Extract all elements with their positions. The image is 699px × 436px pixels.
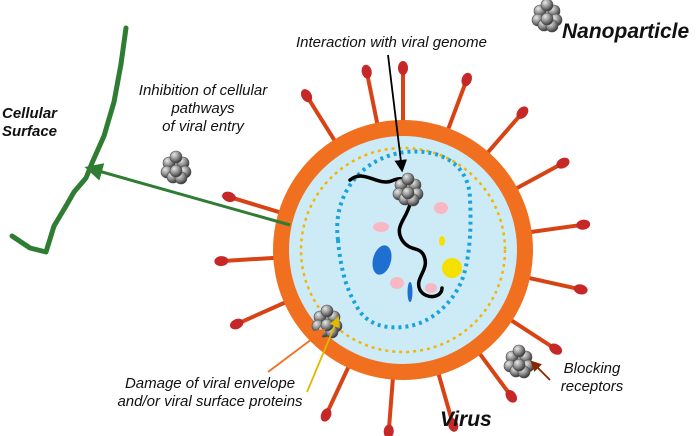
virus-label: Virus [440, 408, 492, 431]
cell-membrane-icon [9, 25, 129, 255]
spike-protein [222, 191, 287, 217]
blue-organelle [372, 245, 392, 275]
inhibition-line-2: pathways [171, 100, 235, 117]
cellular-line-1: Cellular [2, 105, 58, 122]
damage-label: Damage of viral envelope and/or viral su… [100, 375, 320, 411]
spike-protein [383, 371, 396, 436]
yellow-granule-small [439, 236, 445, 246]
pink-vesicle [434, 202, 448, 214]
inhibition-line-3: of viral entry [162, 118, 244, 135]
blue-organelle-small [407, 282, 413, 302]
spike-protein [509, 157, 570, 194]
spike-protein [481, 106, 529, 160]
spike-protein [504, 314, 563, 355]
virus-spikes [214, 61, 591, 436]
blocking-label: Blocking receptors [547, 360, 637, 396]
interaction-label: Interaction with viral genome [296, 34, 487, 51]
blocking-line-1: Blocking [563, 360, 621, 377]
spike-protein [214, 255, 282, 267]
spike-protein [521, 274, 588, 295]
cellular-surface-label: Cellular Surface [2, 105, 57, 141]
pink-vesicle [373, 222, 389, 232]
cellular-line-2: Surface [2, 123, 58, 140]
nanoparticle-cluster-icon [503, 344, 535, 379]
spike-protein [361, 64, 381, 131]
nanoparticle-cluster-icon [392, 172, 424, 207]
damage-line-1: Damage of viral envelope [124, 375, 296, 392]
yellow-granule [442, 258, 462, 278]
arrow-interaction-genome [387, 54, 408, 173]
pink-vesicle [425, 283, 437, 293]
nanoparticle-cluster-icon [531, 0, 563, 33]
spike-protein [320, 359, 354, 422]
spike-protein [473, 346, 518, 403]
spike-protein [230, 297, 293, 330]
nanoparticle-label: Nanoparticle [562, 20, 690, 43]
arrow-damage-proteins [306, 316, 340, 393]
nanoparticle-cluster-icon [160, 150, 192, 185]
spike-protein [434, 366, 459, 432]
arrow-damage-envelope [267, 328, 326, 373]
spike-protein [443, 72, 473, 137]
yellow-dotted-layer [299, 146, 507, 354]
capsid-dotted-outline [335, 149, 473, 330]
arrow-inhibition-entry [84, 163, 291, 227]
damage-line-2: and/or viral surface proteins [117, 393, 303, 410]
spike-protein [300, 89, 341, 148]
spike-protein [398, 61, 408, 128]
viral-genome [348, 174, 444, 299]
spike-protein [523, 219, 591, 236]
blocking-line-2: receptors [560, 378, 624, 395]
inhibition-label: Inhibition of cellular pathways of viral… [122, 82, 284, 136]
pink-vesicle [390, 277, 404, 289]
arrow-blocking-receptors [530, 360, 551, 381]
inhibition-line-1: Inhibition of cellular [138, 82, 268, 99]
virus-interior [289, 136, 517, 364]
